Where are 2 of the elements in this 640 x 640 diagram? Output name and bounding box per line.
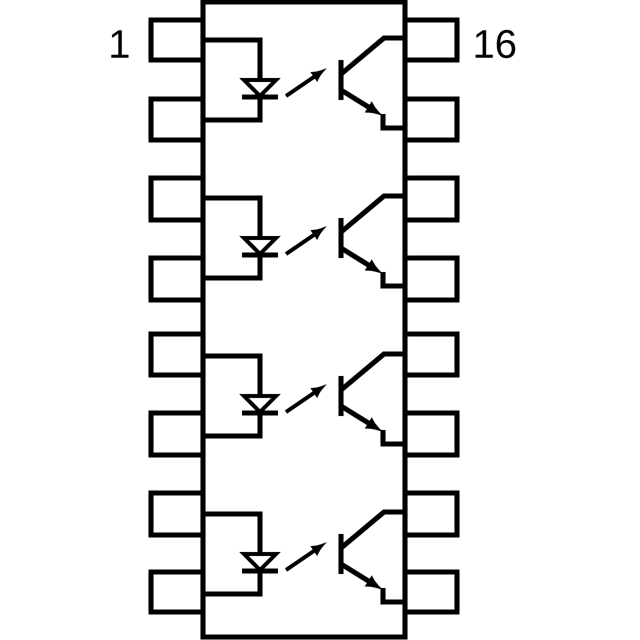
pin-number: 16 <box>476 30 516 58</box>
pin-number: 1 <box>111 30 129 58</box>
